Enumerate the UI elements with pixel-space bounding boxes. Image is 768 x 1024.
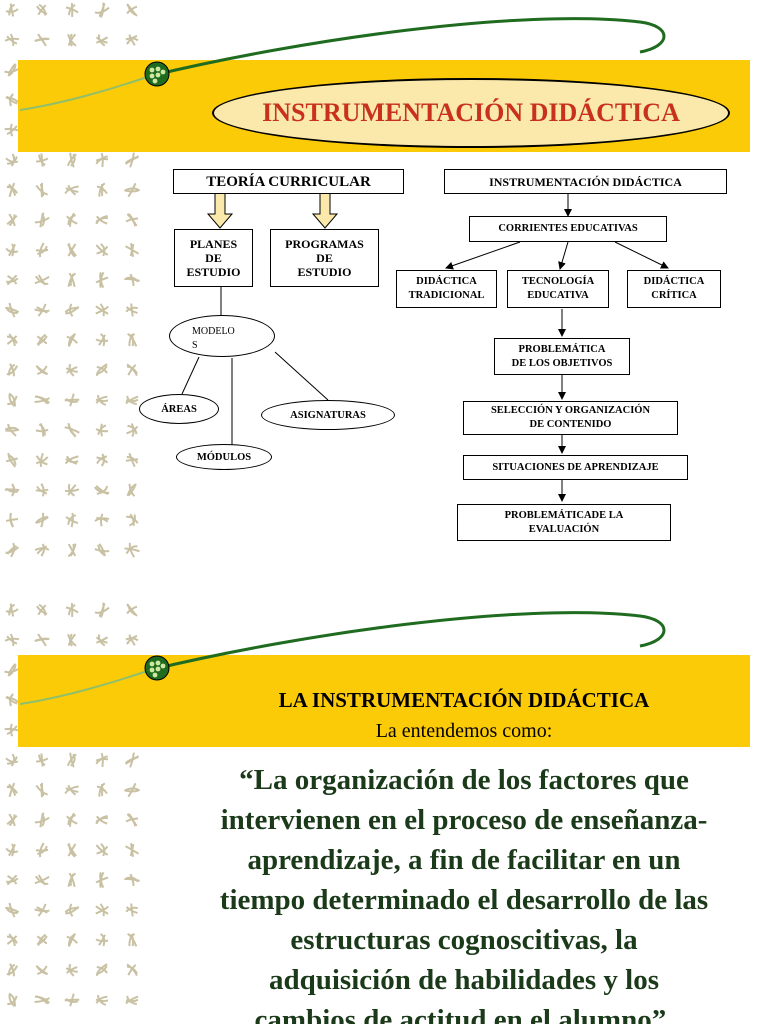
slide-concept-map: INSTRUMENTACIÓN DIDÁCTICA TEORÍA CURRICU…: [0, 0, 768, 575]
corrientes-educativas-box: CORRIENTES EDUCATIVAS: [469, 216, 667, 242]
modulos-ellipse: MÓDULOS: [176, 444, 272, 470]
situaciones-aprendizaje-box: SITUACIONES DE APRENDIZAJE: [463, 455, 688, 480]
slide-subtitle: La entendemos como:: [160, 720, 768, 743]
problematica-objetivos-box: PROBLEMÁTICA DE LOS OBJETIVOS: [494, 338, 630, 375]
seleccion-contenido-box: SELECCIÓN Y ORGANIZACIÓN DE CONTENIDO: [463, 401, 678, 435]
areas-ellipse: ÁREAS: [139, 394, 219, 424]
programas-de-estudio-box: PROGRAMAS DE ESTUDIO: [270, 229, 379, 287]
modelos-ellipse: MODELOS: [169, 315, 275, 357]
slide-definition: LA INSTRUMENTACIÓN DIDÁCTICA La entendem…: [0, 600, 768, 1024]
modelos-label: MODELOS: [192, 325, 240, 353]
planes-de-estudio-box: PLANES DE ESTUDIO: [174, 229, 253, 287]
asignaturas-ellipse: ASIGNATURAS: [261, 400, 395, 430]
instrumentacion-didactica-box: INSTRUMENTACIÓN DIDÁCTICA: [444, 169, 727, 194]
didactica-tradicional-box: DIDÁCTICA TRADICIONAL: [396, 270, 497, 308]
definition-quote: “La organización de los factores que int…: [160, 760, 768, 1024]
problematica-evaluacion-box: PROBLEMÁTICADE LA EVALUACIÓN: [457, 504, 671, 541]
slide-title: LA INSTRUMENTACIÓN DIDÁCTICA: [160, 688, 768, 713]
didactica-critica-box: DIDÁCTICA CRÍTICA: [627, 270, 721, 308]
teoria-curricular-box: TEORÍA CURRICULAR: [173, 169, 404, 194]
tecnologia-educativa-box: TECNOLOGÍA EDUCATIVA: [507, 270, 609, 308]
